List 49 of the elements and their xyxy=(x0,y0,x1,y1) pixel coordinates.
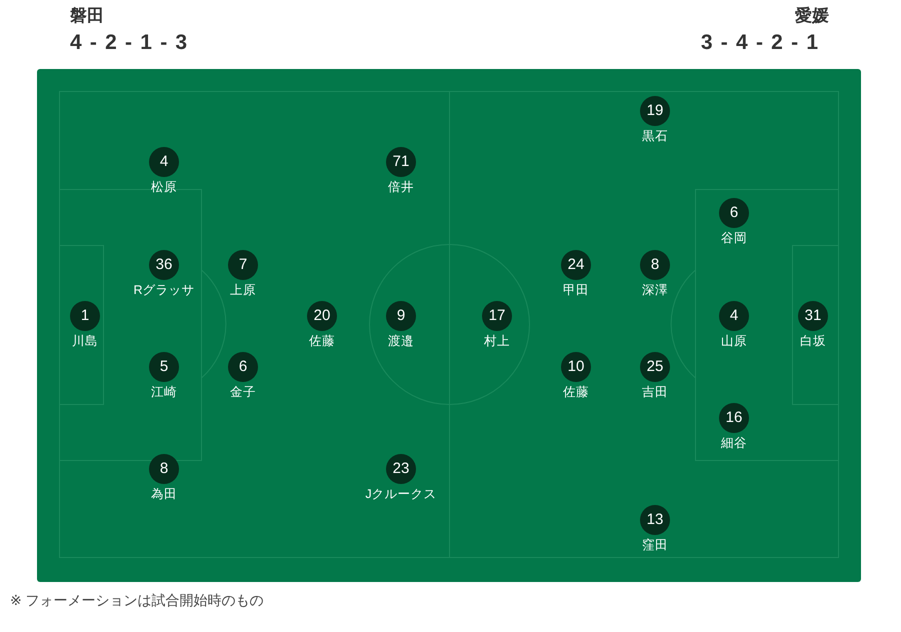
player-name: 金子 xyxy=(230,384,256,400)
player-name: Rグラッサ xyxy=(133,282,195,298)
player-name: 山原 xyxy=(721,333,747,349)
player-name: 為田 xyxy=(151,486,177,502)
player-name: 窪田 xyxy=(642,537,668,553)
player-name: 白坂 xyxy=(800,333,826,349)
team-name: 愛媛 xyxy=(795,7,829,26)
player-number: 8 xyxy=(149,454,179,484)
player-name: 上原 xyxy=(230,282,256,298)
player-number: 4 xyxy=(719,301,749,331)
player-name: Jクルークス xyxy=(365,486,437,502)
player-name: 倍井 xyxy=(388,179,414,195)
player-number: 71 xyxy=(386,147,416,177)
player-number: 16 xyxy=(719,403,749,433)
player-number: 8 xyxy=(640,250,670,280)
player-number: 25 xyxy=(640,352,670,382)
player-name: 松原 xyxy=(151,179,177,195)
team-name: 磐田 xyxy=(70,7,104,26)
player-number: 17 xyxy=(482,301,512,331)
player-name: 佐藤 xyxy=(309,333,335,349)
player-name: 江崎 xyxy=(151,384,177,400)
player-number: 36 xyxy=(149,250,179,280)
player-name: 村上 xyxy=(484,333,510,349)
formation: 3 - 4 - 2 - 1 xyxy=(700,31,818,54)
player-name: 吉田 xyxy=(642,384,668,400)
player-number: 5 xyxy=(149,352,179,382)
player-number: 1 xyxy=(70,301,100,331)
player-name: 甲田 xyxy=(563,282,589,298)
player-name: 細谷 xyxy=(721,435,747,451)
formation: 4 - 2 - 1 - 3 xyxy=(70,31,188,54)
player-number: 7 xyxy=(228,250,258,280)
player-name: 深澤 xyxy=(642,282,668,298)
player-number: 31 xyxy=(798,301,828,331)
player-number: 13 xyxy=(640,505,670,535)
player-number: 19 xyxy=(640,96,670,126)
player-name: 谷岡 xyxy=(721,230,747,246)
player-name: 佐藤 xyxy=(563,384,589,400)
player-name: 黒石 xyxy=(642,128,668,144)
player-number: 6 xyxy=(719,198,749,228)
player-number: 10 xyxy=(561,352,591,382)
player-number: 24 xyxy=(561,250,591,280)
player-number: 23 xyxy=(386,454,416,484)
player-number: 6 xyxy=(228,352,258,382)
player-name: 渡邉 xyxy=(388,333,414,349)
player-number: 4 xyxy=(149,147,179,177)
footnote: ※ フォーメーションは試合開始時のもの xyxy=(10,592,264,610)
player-name: 川島 xyxy=(72,333,98,349)
player-number: 20 xyxy=(307,301,337,331)
player-number: 9 xyxy=(386,301,416,331)
